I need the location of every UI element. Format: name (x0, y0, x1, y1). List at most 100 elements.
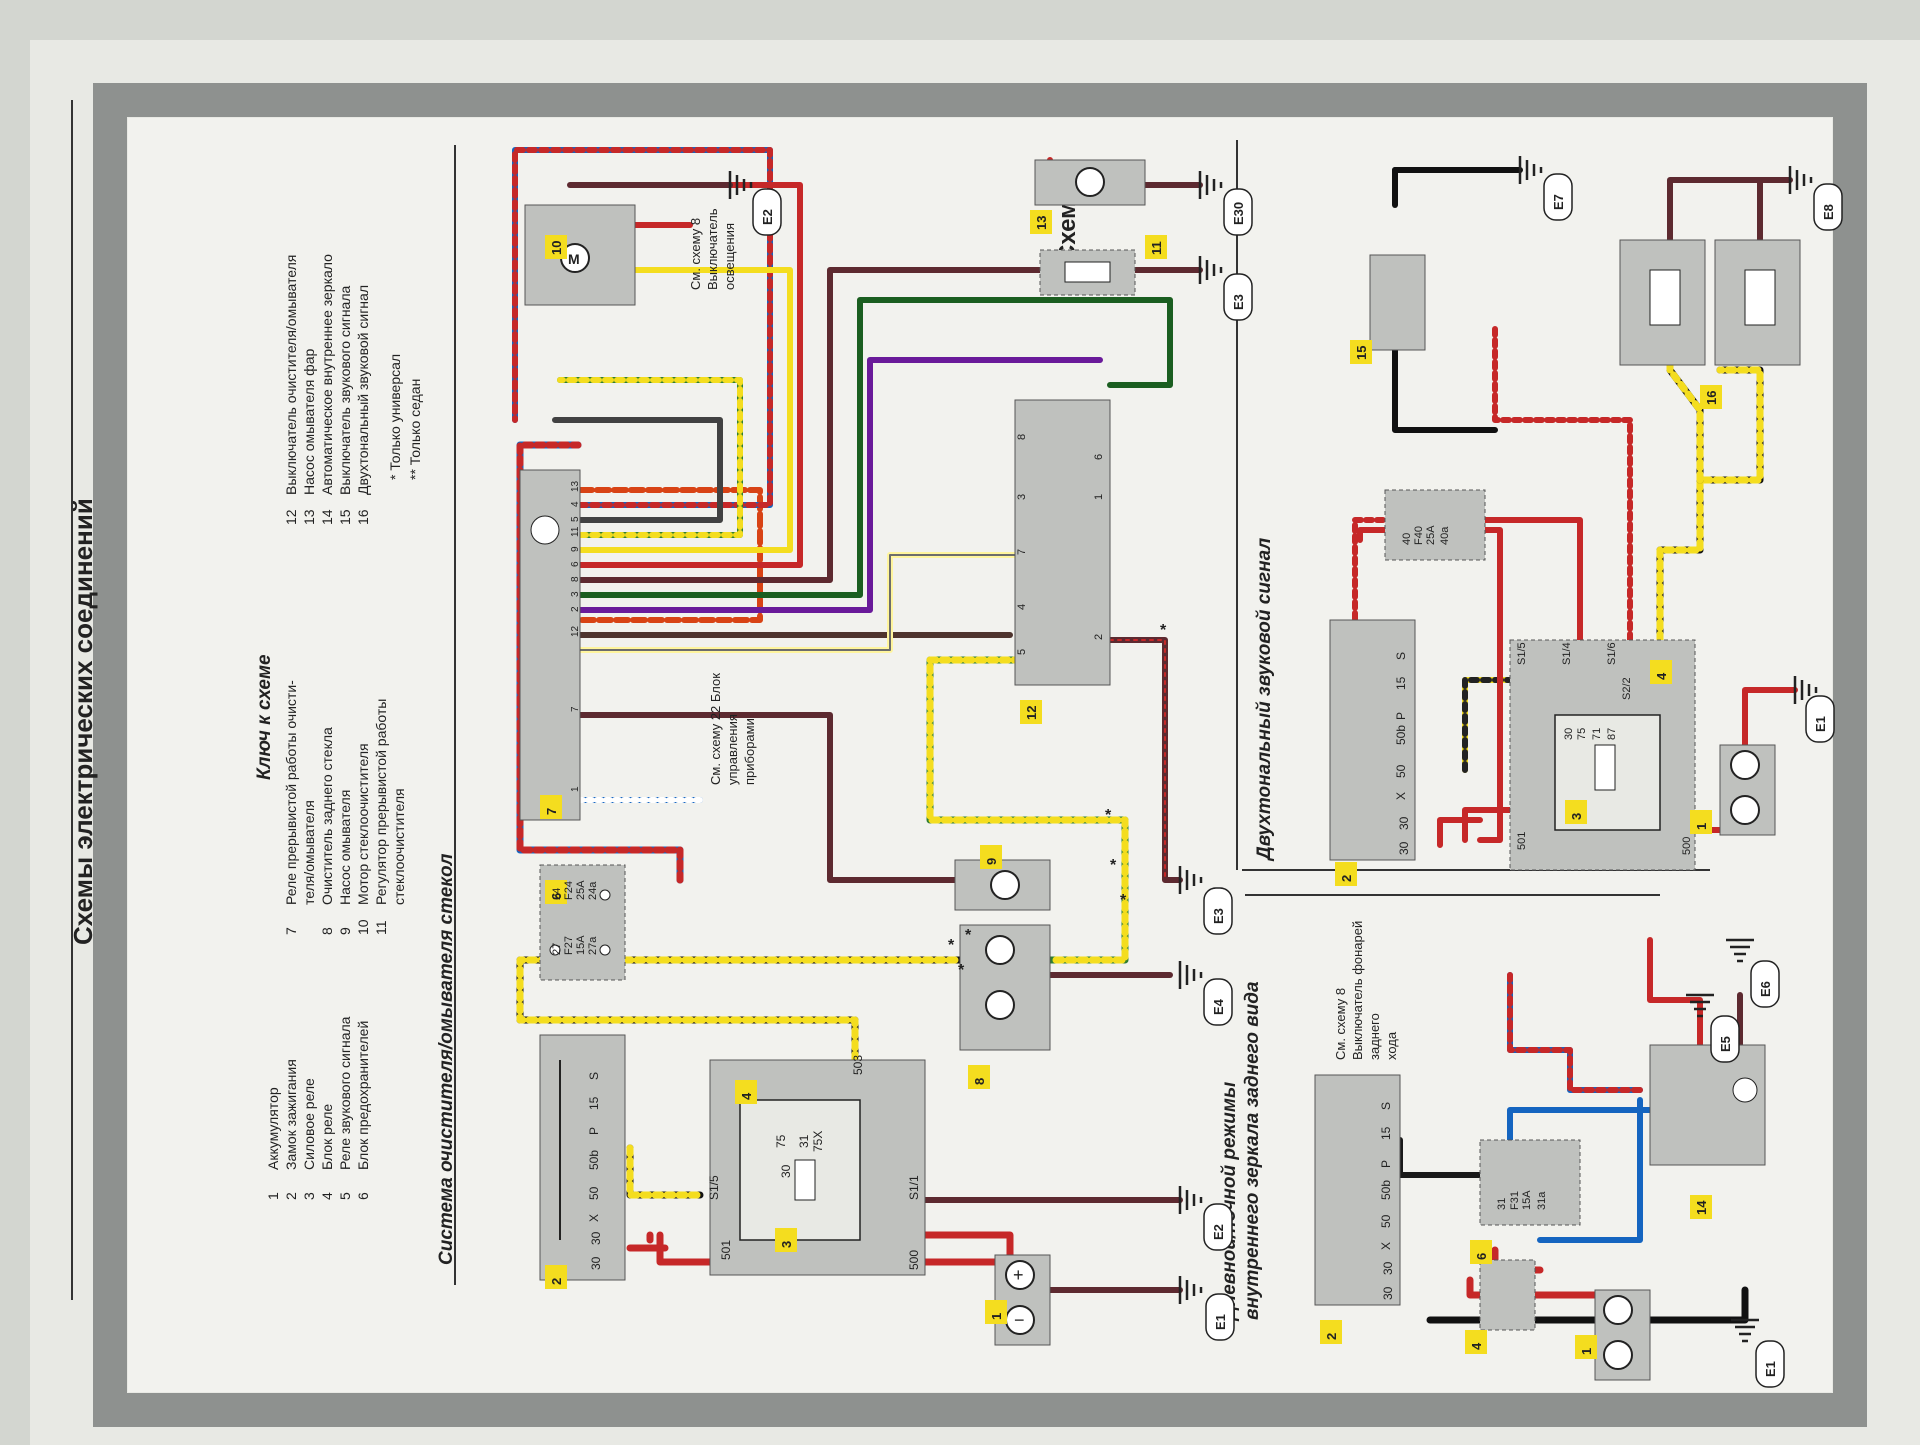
legend-num: 12 (283, 509, 299, 525)
legend-num: 11 (373, 920, 389, 935)
ground-e2-label: E2 (752, 188, 782, 236)
footnote-sedan: ** Только седан (407, 379, 423, 480)
pin-label: 40a (1439, 526, 1451, 545)
pin-label: 40 (1401, 533, 1413, 545)
legend-num: 2 (283, 1192, 299, 1200)
svg-text:10: 10 (549, 241, 564, 255)
svg-text:E4: E4 (1211, 998, 1226, 1015)
pin-label: 1 (1093, 494, 1105, 500)
component-tag-c1: 1 (985, 1300, 1007, 1324)
svg-text:2: 2 (1339, 875, 1354, 882)
component-tag-c6: 6 (545, 880, 567, 904)
component-tag-c2: 2 (545, 1265, 567, 1289)
section-title-mirror-2: внутреннего зеркала заднего вида (1242, 981, 1263, 1320)
footnote-estate: * Только универсал (387, 354, 403, 480)
note-ref-8-reverse: Выключатель фонарей (1350, 921, 1365, 1060)
pin-label: 15 (587, 1096, 601, 1110)
pin-label: 30 (1563, 728, 1575, 740)
footnote-star: * (1110, 857, 1117, 874)
pin-label: 30 (1381, 1286, 1395, 1300)
ground-e7-label: E7 (1543, 173, 1573, 221)
ground-e4-label: E4 (1203, 978, 1233, 1026)
svg-text:E2: E2 (1211, 1224, 1226, 1240)
section-title-wiper: Система очистителя/омывателя стекол (436, 853, 457, 1265)
legend-num: 14 (319, 509, 335, 525)
legend-text: Реле звукового сигнала (337, 1016, 353, 1170)
pin-label: 25A (1425, 525, 1437, 545)
svg-text:13: 13 (1034, 216, 1049, 230)
relay-block-mirror (1479, 1259, 1536, 1331)
pin-label: X (1379, 1242, 1393, 1250)
svg-text:+: + (1013, 1265, 1024, 1285)
pin-label: 15A (1521, 1190, 1533, 1210)
component-tag-c4: 4 (1465, 1330, 1487, 1354)
pin-label: 5 (570, 516, 581, 522)
ignition-switch-wiper (539, 1034, 626, 1281)
wiper-relay-7 (519, 469, 581, 821)
note-ref-22: управления (725, 714, 740, 785)
pin-label: F27 (563, 936, 575, 955)
pin-label: 75 (774, 1134, 788, 1148)
wiper-motor-10: M (524, 204, 636, 306)
pin-label: 75 (1576, 728, 1588, 740)
pin-label: 50 (1379, 1214, 1393, 1228)
pin-label: 50b (1394, 725, 1408, 745)
pin-label: 4 (570, 501, 581, 507)
pin-label: 501 (719, 1240, 733, 1260)
note-ref-22: приборами (742, 718, 757, 785)
pin-label: 4 (1016, 604, 1028, 610)
svg-text:−: − (1014, 1310, 1025, 1330)
legend-num: 4 (319, 1192, 335, 1200)
svg-text:4: 4 (1469, 1342, 1484, 1350)
svg-text:2: 2 (1324, 1333, 1339, 1340)
pin-label: 71 (1591, 728, 1603, 740)
pin-label: 3 (1016, 494, 1028, 500)
pin-label: 27 (551, 943, 563, 955)
ignition-switch-mirror (1314, 1074, 1401, 1306)
pin-label: 2 (1093, 634, 1105, 640)
footnote-star: * (948, 937, 955, 954)
pin-label: F24 (563, 881, 575, 900)
key-heading: Ключ к схеме (254, 654, 275, 780)
pin-label: 11 (570, 526, 581, 537)
legend-num: 3 (301, 1192, 317, 1200)
svg-text:E7: E7 (1551, 194, 1566, 210)
pin-label: 13 (570, 480, 581, 492)
ground-e1-label: E1 (1755, 1340, 1785, 1388)
ground-e3-label: E3 (1223, 273, 1253, 321)
component-tag-c3: 3 (1565, 800, 1587, 824)
pin-label: P (587, 1127, 601, 1135)
component-tag-c16: 16 (1700, 385, 1722, 409)
battery-horn (1719, 744, 1776, 836)
pin-label: F31 (1509, 1191, 1521, 1210)
interval-regulator-11 (1039, 249, 1136, 296)
pin-label: 30 (1397, 841, 1411, 855)
component-tag-c4: 4 (735, 1080, 757, 1104)
pin-label: 50b (587, 1150, 601, 1170)
pin-label: 24 (551, 888, 563, 900)
legend-num: 1 (265, 1192, 281, 1200)
legend-num: 7 (283, 927, 299, 935)
pin-label: 50 (1394, 764, 1408, 778)
pin-label: 5 (1016, 649, 1028, 655)
ground-e5-label: E5 (1710, 1015, 1740, 1063)
component-tag-c9: 9 (980, 845, 1002, 869)
ground-e2-label: E2 (1203, 1203, 1233, 1251)
note-ref-22: См. схему 22 Блок (708, 673, 723, 785)
legend-num: 5 (337, 1192, 353, 1200)
legend-text: Реле прерывистой работы очисти- (283, 680, 299, 905)
pin-label: 30 (1397, 816, 1411, 830)
svg-text:7: 7 (544, 808, 559, 815)
component-tag-c1: 1 (1575, 1335, 1597, 1359)
pin-label: 1 (570, 786, 581, 792)
legend-text: Аккумулятор (265, 1087, 281, 1170)
svg-text:1: 1 (1694, 823, 1709, 830)
note-ref-8-reverse: хода (1384, 1031, 1399, 1060)
pin-label: 500 (907, 1250, 921, 1270)
ground-e8-label: E8 (1813, 183, 1843, 231)
ground-e3-label: E3 (1203, 887, 1233, 935)
pin-label: 501 (1516, 832, 1528, 850)
pin-label: 30 (779, 1164, 793, 1178)
pin-label: P (1394, 712, 1408, 720)
